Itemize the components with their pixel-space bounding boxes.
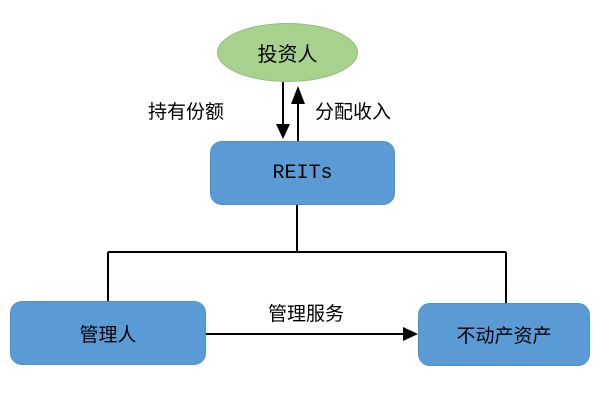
arrow-manager-to-assets — [206, 327, 418, 341]
edge-label-management-service: 管理服务 — [268, 304, 345, 325]
edge-label-distribute-income: 分配收入 — [315, 102, 392, 123]
node-manager-label: 管理人 — [79, 324, 137, 346]
node-real-estate-assets: 不动产资产 — [418, 303, 590, 366]
node-manager: 管理人 — [10, 301, 206, 365]
node-reits-label: REITs — [272, 161, 333, 185]
node-investor: 投资人 — [217, 23, 358, 82]
arrow-investor-to-reits — [276, 82, 290, 139]
node-real-estate-assets-label: 不动产资产 — [456, 326, 552, 347]
connector-reits-to-children — [107, 205, 507, 303]
node-reits: REITs — [210, 141, 395, 205]
edge-label-hold-shares: 持有份额 — [148, 102, 225, 123]
node-investor-label: 投资人 — [257, 44, 318, 66]
arrow-reits-to-investor — [291, 86, 305, 141]
